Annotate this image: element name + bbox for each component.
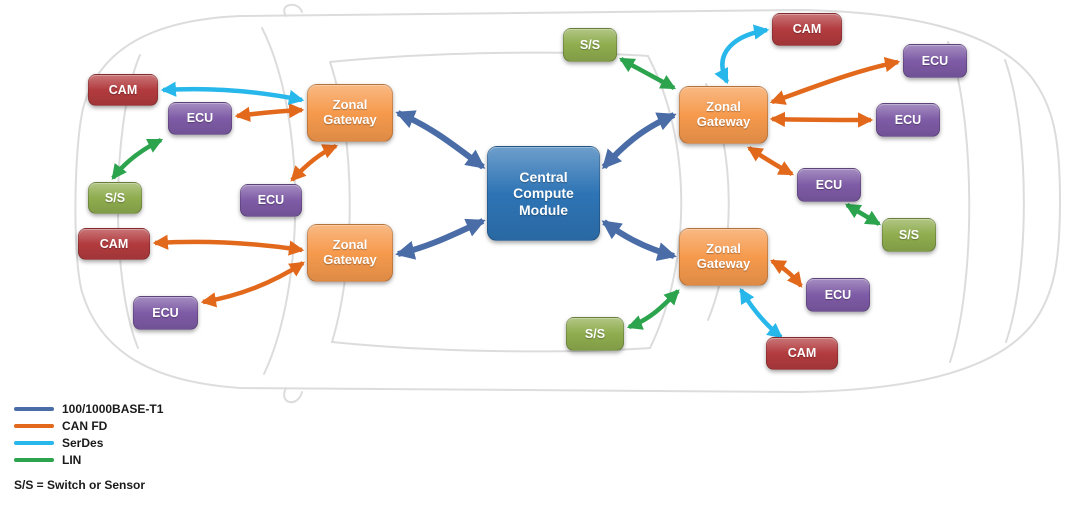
- car-hood-line: [117, 54, 141, 349]
- link-can-fd-ecu-mid-left: [290, 143, 339, 182]
- legend-item-can-fd: CAN FD: [14, 417, 163, 434]
- car-mirror-top: [283, 3, 303, 17]
- link-serdes-cam-front-right: [714, 24, 770, 85]
- car-trunk-line: [947, 41, 971, 363]
- car-rear-window-inner-line: [705, 83, 730, 321]
- car-body-outline: [74, 9, 1061, 393]
- legend-swatch-lin: [14, 457, 54, 462]
- link-base-t1-gateway-front-right: [601, 112, 677, 170]
- legend-swatch-serdes: [14, 440, 54, 445]
- link-can-fd-cam-rear-left: [152, 234, 305, 256]
- legend-label-serdes: SerDes: [62, 435, 104, 450]
- legend-swatch-base-t1: [14, 406, 54, 411]
- link-can-fd-ecu-right-2: [769, 111, 874, 128]
- link-lin-ss-right: [845, 203, 881, 226]
- link-base-t1-gateway-rear-right: [601, 219, 677, 261]
- legend-label-can-fd: CAN FD: [62, 418, 108, 433]
- legend: 100/1000BASE-T1 CAN FD SerDes LIN S/S = …: [14, 400, 163, 492]
- link-can-fd-ecu-right-1: [769, 56, 901, 105]
- connection-arrows: [111, 24, 901, 339]
- car-rear-bumper-line: [1004, 59, 1025, 343]
- link-can-fd-ecu-right-3: [747, 146, 795, 176]
- link-lin-ss-front-top: [619, 57, 677, 90]
- car-roof-top-line: [329, 51, 649, 63]
- link-base-t1-gateway-front-left: [395, 110, 486, 170]
- legend-label-lin: LIN: [62, 452, 82, 467]
- link-serdes-cam-rear-right: [739, 288, 783, 339]
- car-windshield-rear-line: [329, 61, 351, 343]
- link-can-fd-ecu-right-4: [770, 259, 803, 288]
- legend-note: S/S = Switch or Sensor: [14, 478, 146, 492]
- legend-item-serdes: SerDes: [14, 434, 163, 451]
- link-can-fd-ecu-rear-left: [200, 261, 305, 308]
- legend-item-lin: LIN: [14, 451, 163, 468]
- link-serdes-cam-front-left: [160, 81, 305, 105]
- legend-item-base-t1: 100/1000BASE-T1: [14, 400, 163, 417]
- link-base-t1-gateway-rear-left: [395, 218, 486, 260]
- car-outline: [74, 3, 1061, 403]
- legend-swatch-can-fd: [14, 423, 54, 428]
- car-windshield-front-line: [261, 27, 297, 375]
- link-lin-ss-rear-bottom: [626, 289, 680, 330]
- link-can-fd-ecu-front-left: [234, 102, 305, 122]
- car-roof-bottom-line: [331, 341, 651, 353]
- link-lin-ss-front-left: [111, 137, 164, 180]
- car-mirror-bottom: [283, 387, 303, 403]
- legend-label-base-t1: 100/1000BASE-T1: [62, 401, 164, 416]
